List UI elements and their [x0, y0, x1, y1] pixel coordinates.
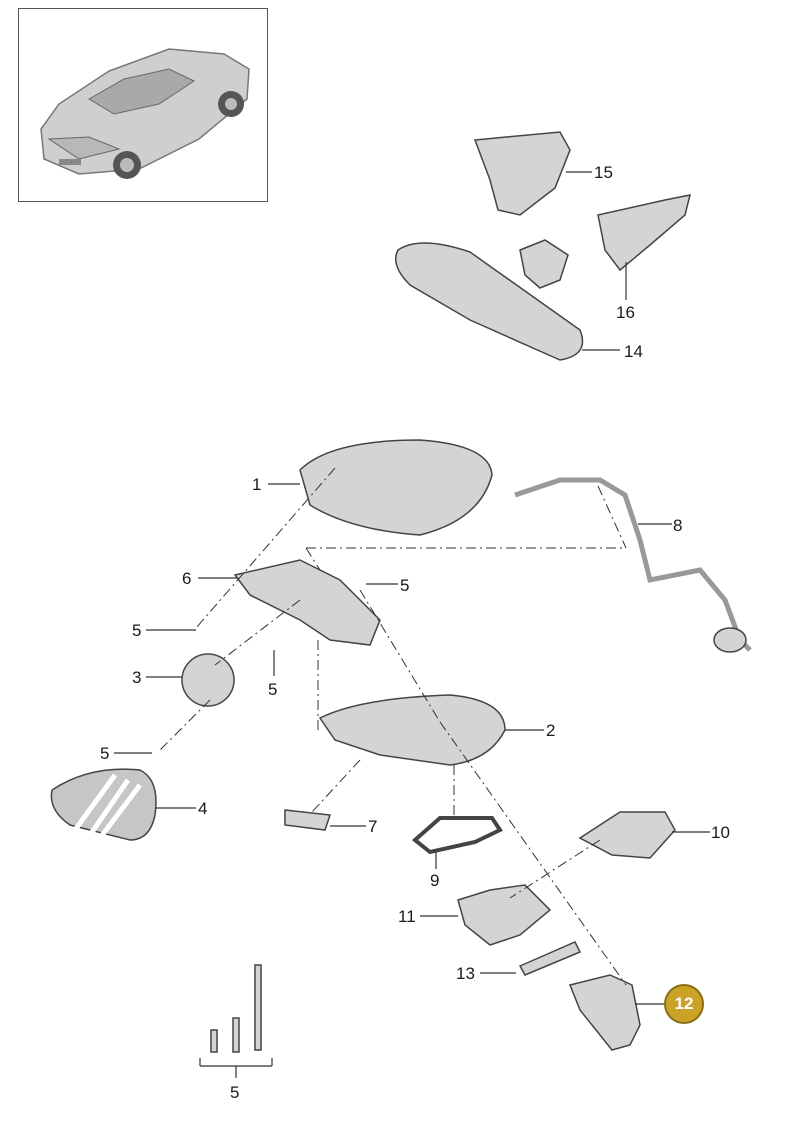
callout-5-lower: 5 [100, 744, 110, 763]
callout-5-left: 5 [132, 621, 142, 640]
callout-13: 13 [456, 964, 475, 983]
callout-15: 15 [594, 163, 613, 182]
callout-5-screws: 5 [230, 1083, 240, 1102]
callout-6: 6 [182, 569, 192, 588]
part-14-interior-mirror [395, 242, 584, 361]
part-16-trim-cover [597, 194, 692, 272]
screw-short [210, 1029, 218, 1053]
callout-16: 16 [616, 303, 635, 322]
callout-2: 2 [546, 721, 556, 740]
callout-10: 10 [711, 823, 730, 842]
callout-1: 1 [252, 475, 262, 494]
callout-11: 11 [398, 907, 416, 926]
callout-14: 14 [624, 342, 643, 361]
callout-5-upper: 5 [400, 576, 410, 595]
callout-12-highlight[interactable]: 12 [664, 984, 704, 1024]
part-1-mirror-cap [299, 439, 493, 536]
callout-8: 8 [673, 516, 683, 535]
part-7-puddle-light [284, 809, 332, 831]
callout-3: 3 [132, 668, 142, 687]
part-8-wiring-harness [514, 477, 752, 652]
part-12-bracket [568, 974, 641, 1051]
callout-4: 4 [198, 799, 208, 818]
part-14-mirror-mount [519, 239, 569, 289]
screw-medium [232, 1017, 240, 1053]
callout-9: 9 [430, 871, 440, 890]
part-10-cover [578, 811, 676, 859]
callout-7: 7 [368, 817, 378, 836]
screw-long [254, 964, 262, 1051]
part-9-gasket [411, 816, 503, 855]
part-3-mirror-motor [181, 653, 235, 707]
car-silhouette-icon [40, 48, 250, 179]
part-13-seal [518, 941, 582, 976]
part-2-lower-housing [318, 694, 506, 766]
part-11-base-cover [457, 884, 552, 946]
part-6-mirror-base [233, 559, 381, 646]
callout-5-center: 5 [268, 680, 278, 699]
part-15-mount-cover [473, 131, 571, 216]
vehicle-thumbnail [18, 8, 268, 202]
part-8-connector [713, 627, 747, 653]
